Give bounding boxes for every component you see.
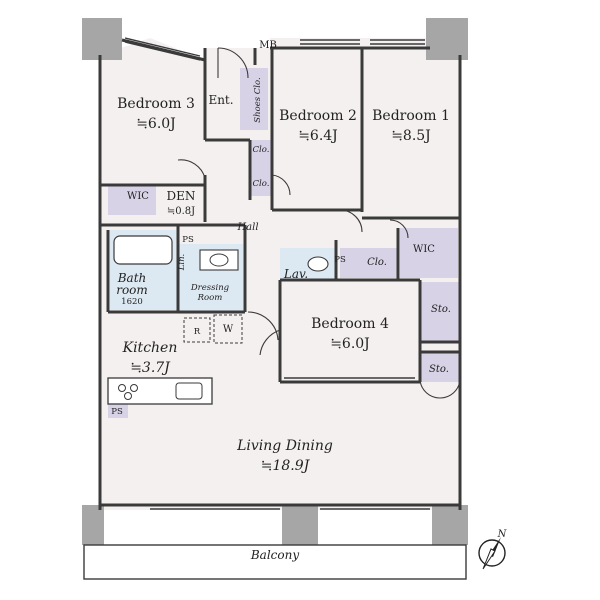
closet-bottom-label: Clo. <box>253 179 270 189</box>
refrigerator-space <box>183 317 211 343</box>
dressing-name-2: Room <box>197 293 223 303</box>
storage-tints <box>108 68 460 418</box>
kitchen-counter <box>107 377 213 405</box>
door-swings <box>177 47 461 399</box>
washer-space <box>213 314 243 344</box>
entrance-label: Ent. <box>208 93 233 107</box>
bedroom3-size: ≒6.0J <box>136 116 176 132</box>
bedroom4-size: ≒6.0J <box>330 336 370 352</box>
compass-north-label: N <box>497 529 508 540</box>
wic-b3-label: WIC <box>127 191 149 202</box>
structural-columns <box>82 18 468 545</box>
bedroom4-name: Bedroom 4 <box>311 316 389 332</box>
bath-code: 1620 <box>121 297 143 307</box>
dressing-name-1: Dressing <box>190 283 230 293</box>
stove-burner-2 <box>130 384 138 392</box>
closet-top-label: Clo. <box>253 145 270 155</box>
mb-label: MB <box>259 40 277 51</box>
bath-name-1: Bath <box>117 271 147 285</box>
linen-label: Lin. <box>177 254 187 272</box>
bathtub <box>113 235 173 265</box>
shoes-closet-label: Shoes Clo. <box>253 77 263 122</box>
refrigerator-label: R <box>194 327 201 337</box>
ps-lav-label: PS <box>334 255 346 265</box>
living-name: Living Dining <box>236 438 333 454</box>
bedroom1-size: ≒8.5J <box>391 128 431 144</box>
storage-upper-label: Sto. <box>431 304 451 315</box>
living-size: ≒18.9J <box>261 458 311 474</box>
wic-b1-label: WIC <box>413 244 435 255</box>
washer-label: W <box>223 324 234 335</box>
stove-burner-3 <box>124 392 132 400</box>
bedroom3-name: Bedroom 3 <box>117 96 195 112</box>
ps-kitchen-label: PS <box>111 407 123 417</box>
bedroom2-size: ≒6.4J <box>298 128 338 144</box>
den-size: ≒0.8J <box>167 206 195 217</box>
balcony <box>83 544 467 580</box>
kitchen-name: Kitchen <box>122 340 178 356</box>
lav-label: Lav. <box>283 267 308 281</box>
north-compass <box>478 537 506 570</box>
windows <box>124 37 430 510</box>
toilet <box>307 256 329 272</box>
sink-basin <box>209 253 229 267</box>
closet-b1-label: Clo. <box>367 257 387 268</box>
vanity-sink <box>199 249 239 271</box>
bath-name-2: room <box>116 283 148 297</box>
kitchen-sink <box>175 382 203 400</box>
ps-bath-label: PS <box>182 235 194 245</box>
balcony-label: Balcony <box>250 548 299 562</box>
den-name: DEN <box>167 189 196 203</box>
storage-lower-label: Sto. <box>429 364 449 375</box>
kitchen-size: ≒3.7J <box>130 360 171 376</box>
bedroom1-name: Bedroom 1 <box>372 108 450 124</box>
stove-burner-1 <box>118 384 126 392</box>
hall-label: Hall <box>236 222 258 233</box>
bedroom2-name: Bedroom 2 <box>279 108 357 124</box>
